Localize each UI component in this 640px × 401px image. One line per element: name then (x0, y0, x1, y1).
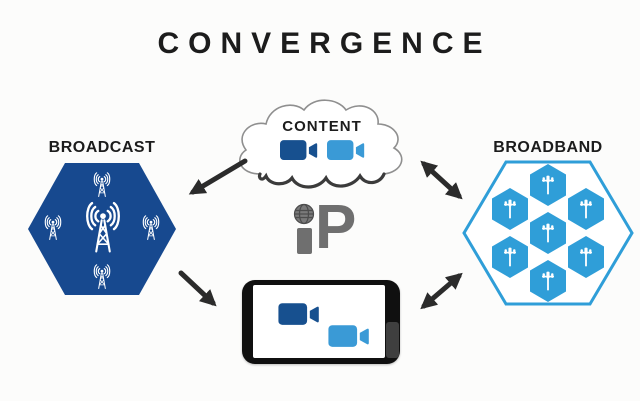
content-label: CONTENT (282, 118, 362, 135)
arrow-cloud-broadband (420, 160, 463, 200)
arrow-phone-broadband (420, 272, 463, 310)
broadcast-label: BROADCAST (48, 139, 156, 156)
arrow-broadcast-to-phone (178, 270, 217, 307)
globe-icon (293, 203, 315, 225)
broadband-label: BROADBAND (493, 139, 603, 156)
video-camera-icon-light (328, 323, 370, 350)
logo-i-stem (297, 228, 312, 254)
broadcast-hexagon (28, 163, 176, 295)
video-camera-icon-light (327, 138, 365, 163)
broadband-hexagon (462, 160, 634, 306)
video-camera-icon-dark (278, 301, 320, 328)
logo-p-letter: P (315, 193, 357, 262)
smartphone (242, 280, 400, 364)
ip-logo: P (288, 193, 368, 262)
page-title: CONVERGENCE (157, 27, 492, 60)
content-cloud: CONTENT (226, 90, 418, 202)
phone-side-detail (386, 322, 399, 358)
phone-screen (253, 285, 385, 358)
cloud-icon (239, 99, 403, 189)
video-camera-icon-dark (280, 138, 318, 163)
